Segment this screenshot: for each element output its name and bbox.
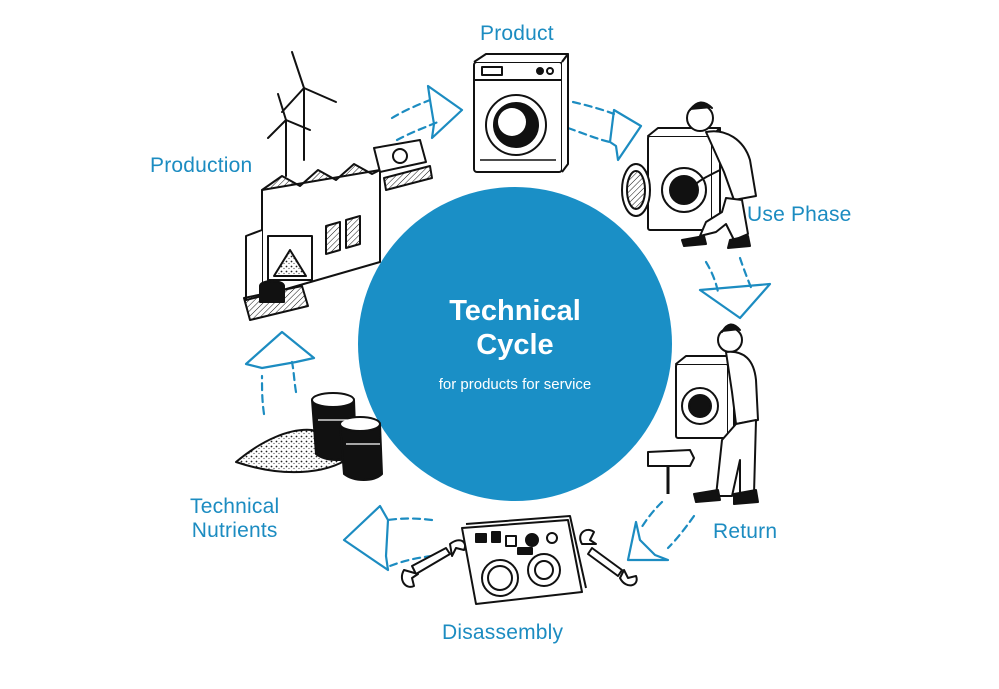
center-title-line1: Technical xyxy=(449,295,581,327)
disassembled-parts-icon xyxy=(461,515,587,605)
label-production: Production xyxy=(150,154,253,177)
arrow-production-to-product-icon xyxy=(390,84,464,142)
factory-with-wind-turbines-icon xyxy=(243,51,433,321)
label-return: Return xyxy=(713,520,778,543)
arrow-return-to-disassembly-icon xyxy=(626,500,696,562)
center-title-line2: Cycle xyxy=(476,329,554,361)
barrels-and-granulate-icon xyxy=(235,392,383,481)
center-title: Technical Cycle xyxy=(360,294,670,362)
arrow-product-to-use-icon xyxy=(566,100,643,162)
arrow-disassembly-to-nutrients-icon xyxy=(342,504,434,572)
wrench-right-icon xyxy=(579,528,638,587)
wrench-left-icon xyxy=(400,539,466,588)
label-disassembly: Disassembly xyxy=(442,621,564,644)
washing-machine-icon xyxy=(473,53,569,173)
label-technical-nutrients-line1: Technical xyxy=(190,495,280,518)
label-use-phase: Use Phase xyxy=(747,203,852,226)
center-circle xyxy=(358,187,672,501)
man-using-washing-machine-icon xyxy=(621,101,757,249)
arrow-nutrients-to-production-icon xyxy=(244,330,316,416)
signpost-icon xyxy=(647,449,695,494)
man-carrying-washing-machine-icon xyxy=(675,323,759,505)
arrow-use-to-return-icon xyxy=(698,256,772,320)
label-technical-nutrients-line2: Nutrients xyxy=(191,519,278,542)
label-technical-nutrients: Technical Nutrients xyxy=(190,495,279,543)
label-product: Product xyxy=(480,22,554,45)
center-subtitle: for products for service xyxy=(438,376,592,393)
